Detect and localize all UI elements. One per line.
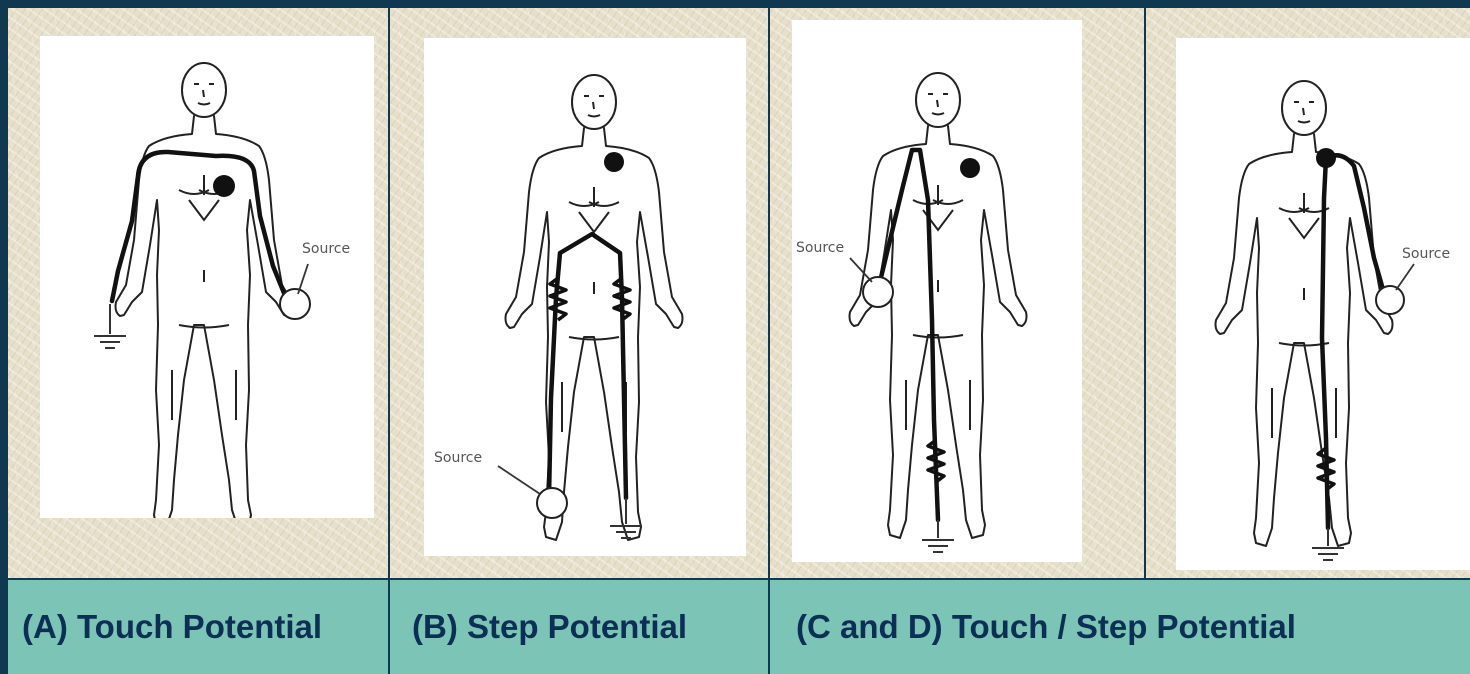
heart-icon [960, 158, 980, 178]
caption-a: (A) Touch Potential [8, 580, 388, 674]
panel-a-illustration: Source [40, 36, 374, 518]
heart-icon [604, 152, 624, 172]
panel-a-background: Source [8, 8, 388, 578]
caption-b-text: (B) Step Potential [412, 608, 687, 646]
panel-d-background: Source [1146, 8, 1470, 578]
panel-c-background: Source [770, 8, 1144, 578]
panel-c-illustration: Source [792, 20, 1082, 562]
source-symbol [280, 289, 310, 319]
source-symbol [537, 488, 567, 518]
source-symbol [1376, 286, 1404, 314]
ground-icon [94, 336, 126, 348]
caption-c-d: (C and D) Touch / Step Potential [770, 580, 1470, 674]
touch-step-potential-figure-c: Source [792, 20, 1082, 562]
source-label: Source [434, 450, 482, 466]
current-path [112, 152, 286, 301]
ground-icon [922, 540, 954, 552]
ground-icon [1312, 548, 1344, 560]
touch-step-potential-figure-d: Source [1176, 38, 1470, 570]
panel-d-illustration: Source [1176, 38, 1470, 570]
source-label: Source [302, 241, 350, 257]
source-label: Source [796, 240, 844, 256]
source-symbol [863, 277, 893, 307]
source-label: Source [1402, 246, 1450, 262]
caption-a-text: (A) Touch Potential [22, 608, 322, 646]
panel-b-background: Source [390, 8, 768, 578]
step-potential-figure: Source [424, 38, 746, 556]
touch-potential-figure: Source [40, 36, 374, 518]
caption-b: (B) Step Potential [390, 580, 768, 674]
caption-c-d-text: (C and D) Touch / Step Potential [796, 608, 1296, 646]
panel-b-illustration: Source [424, 38, 746, 556]
heart-icon [213, 175, 235, 197]
